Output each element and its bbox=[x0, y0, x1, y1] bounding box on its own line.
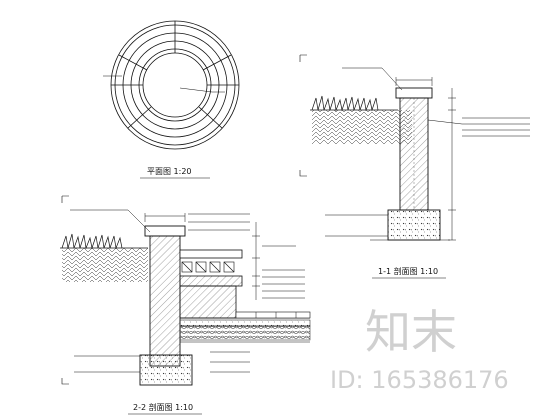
section-1-caption: 1-1 剖面图 1:10 bbox=[378, 266, 438, 276]
plan-view bbox=[103, 20, 240, 150]
plan-caption: 平面图 1:20 bbox=[147, 167, 192, 176]
watermark-logo: 知末 bbox=[365, 305, 457, 359]
section-2-caption: 2-2 剖面图 1:10 bbox=[133, 402, 193, 412]
watermark-id: ID: 165386176 bbox=[330, 366, 509, 394]
section-1-view bbox=[299, 54, 530, 241]
section-2-view bbox=[60, 195, 311, 386]
